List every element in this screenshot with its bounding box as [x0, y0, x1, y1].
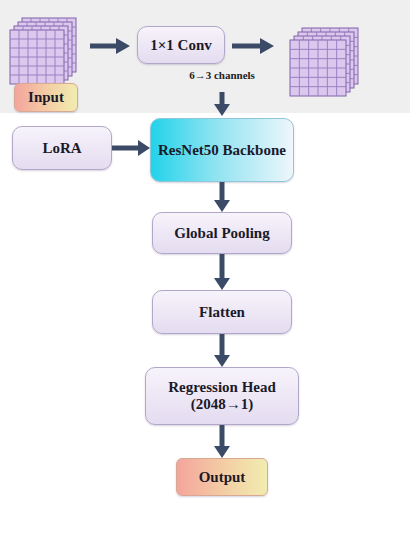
arrow-head — [214, 278, 230, 290]
box-text: Output — [199, 469, 246, 486]
grid-line — [290, 68, 346, 69]
text-stack: Global Pooling — [174, 224, 269, 242]
conv-box: 1×1 Conv — [137, 26, 225, 64]
grid-line — [10, 57, 64, 58]
pooling-box: Global Pooling — [152, 212, 292, 254]
text-stack: Regression Head (2048→1) — [146, 379, 298, 414]
arrow-shaft — [90, 44, 118, 49]
flatten-box: Flatten — [152, 290, 292, 334]
text-stack: 1×1 Conv — [150, 36, 211, 54]
feature-map-layer — [10, 30, 64, 84]
regression-box: Regression Head (2048→1) — [145, 367, 299, 425]
channel-note: 6→3 channels — [189, 69, 255, 81]
text-stack: Flatten — [199, 303, 245, 321]
flow-arrow — [214, 182, 230, 212]
grid-line — [55, 30, 56, 84]
arrow-shaft — [220, 182, 225, 202]
backbone-box: ResNet50 Backbone — [150, 118, 294, 182]
feature-map-layer — [290, 40, 346, 96]
box-text: Regression Head (2048→1) — [146, 379, 298, 414]
box-text: Flatten — [199, 304, 245, 321]
arrow-shaft — [220, 254, 225, 280]
arrow-shaft — [220, 425, 225, 448]
text-stack: Input — [28, 88, 64, 106]
grid-line — [10, 75, 64, 76]
lora-box: LoRA — [12, 126, 112, 170]
flow-arrow — [214, 425, 230, 458]
arrow-head — [214, 200, 230, 212]
grid-line — [46, 30, 47, 84]
arrow-shaft — [112, 146, 140, 151]
flow-arrow — [214, 254, 230, 290]
flow-arrow — [214, 334, 230, 367]
box-text: LoRA — [42, 140, 81, 157]
flow-arrow — [112, 140, 150, 156]
grid-line — [10, 66, 64, 67]
text-stack: LoRA — [42, 139, 81, 157]
arrow-head — [260, 38, 274, 54]
arrow-head — [214, 104, 230, 116]
arrow-head — [214, 446, 230, 458]
box-text: 1×1 Conv — [150, 37, 211, 54]
box-text: Global Pooling — [174, 225, 269, 242]
box-text: Input — [28, 89, 64, 106]
grid-line — [327, 40, 328, 96]
arrow-shaft — [232, 44, 262, 49]
arrow-shaft — [220, 92, 225, 106]
arrow-shaft — [220, 334, 225, 357]
text-stack: Output — [199, 468, 246, 486]
arrow-head — [138, 140, 150, 156]
grid-line — [290, 86, 346, 87]
grid-line — [290, 77, 346, 78]
arrow-head — [214, 355, 230, 367]
box-text: ResNet50 Backbone — [158, 142, 286, 159]
text-stack: ResNet50 Backbone — [158, 141, 286, 159]
grid-line — [336, 40, 337, 96]
top-panel — [0, 0, 410, 113]
input-box: Input — [14, 83, 78, 112]
arrow-head — [116, 38, 130, 54]
output-box: Output — [176, 458, 268, 496]
